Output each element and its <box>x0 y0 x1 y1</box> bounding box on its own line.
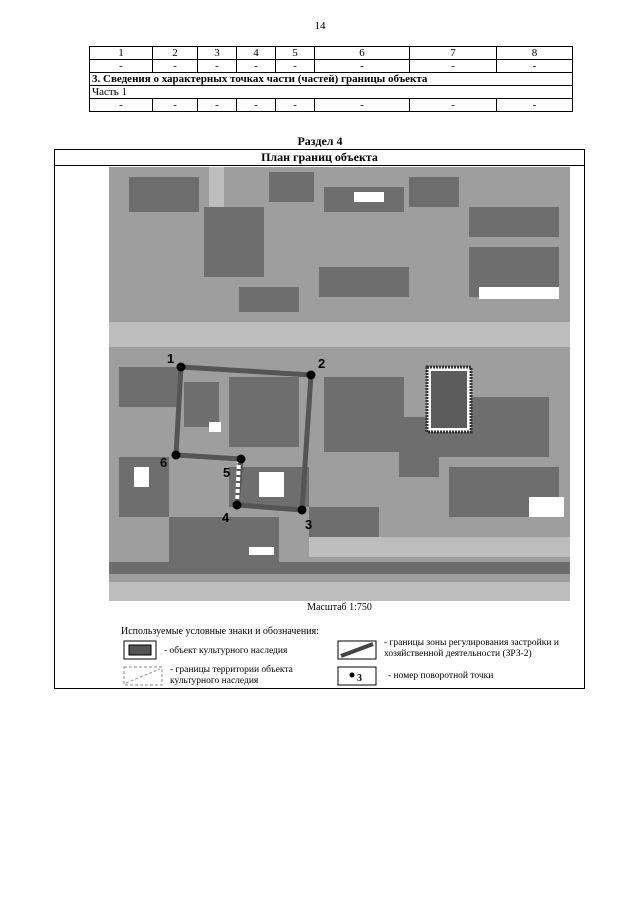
heritage-object-symbol <box>123 640 157 660</box>
table-cell: 3 <box>197 46 237 60</box>
table-cell: - <box>197 98 237 112</box>
table-cell: - <box>496 98 573 112</box>
table-cell: - <box>236 98 276 112</box>
table-cell: 7 <box>409 46 497 60</box>
turn-point-label-5: 5 <box>223 465 230 480</box>
table-cell: 5 <box>275 46 315 60</box>
table-cell: - <box>314 59 410 73</box>
zone-boundary-symbol <box>337 640 377 660</box>
section-title: Раздел 4 <box>297 134 343 148</box>
plan-map: 1 2 3 4 5 6 <box>109 167 570 601</box>
legend-turn-point: - номер поворотной точки <box>388 671 494 681</box>
legend-zone-boundary: - границы зоны регулирования застройки и… <box>384 638 559 659</box>
turn-point-2 <box>306 370 316 380</box>
table-cell: 6 <box>314 46 410 60</box>
table-row: 3. Сведения о характерных точках части (… <box>89 72 573 86</box>
map-scale: Масштаб 1:750 <box>307 602 372 613</box>
turn-point-1 <box>176 362 186 372</box>
turn-point-6 <box>171 450 181 460</box>
table-cell: - <box>409 59 497 73</box>
table-row: Часть 1 <box>89 85 573 99</box>
heritage-territory-symbol <box>123 666 163 686</box>
table-header-row: 1 2 3 4 5 6 7 8 <box>89 46 573 60</box>
page-number: 14 <box>314 20 326 32</box>
table-cell: 2 <box>152 46 198 60</box>
table-cell: - <box>236 59 276 73</box>
table-cell: - <box>89 98 153 112</box>
legend-heritage-object: - объект культурного наследия <box>164 646 288 656</box>
coordinates-table: 1 2 3 4 5 6 7 8 - - - - - - - - 3. Сведе… <box>89 46 573 112</box>
plan-frame: План границ объекта <box>54 149 585 689</box>
part-label: Часть 1 <box>89 85 573 99</box>
table-cell: - <box>409 98 497 112</box>
table-cell: - <box>275 98 315 112</box>
legend-title: Используемые условные знаки и обозначени… <box>121 626 319 637</box>
table-cell: - <box>197 59 237 73</box>
turn-point-4 <box>232 500 242 510</box>
table-cell: - <box>496 59 573 73</box>
turn-point-3 <box>297 505 307 515</box>
table-cell: - <box>314 98 410 112</box>
plan-title: План границ объекта <box>55 150 584 166</box>
table-cell: - <box>89 59 153 73</box>
turn-point-label-4: 4 <box>222 510 230 525</box>
table-cell: - <box>152 59 198 73</box>
table-row: - - - - - - - - <box>89 98 573 112</box>
table-cell: - <box>275 59 315 73</box>
turn-point-sample: 3 <box>357 673 362 684</box>
table-cell: 1 <box>89 46 153 60</box>
table-cell: 8 <box>496 46 573 60</box>
turn-point-label-6: 6 <box>160 455 167 470</box>
turn-point-label-3: 3 <box>305 517 312 532</box>
turn-point-label-1: 1 <box>167 351 174 366</box>
turn-point-5 <box>236 454 246 464</box>
table-cell: 4 <box>236 46 276 60</box>
turn-point-symbol: 3 <box>337 666 377 686</box>
section3-title: 3. Сведения о характерных точках части (… <box>89 72 573 86</box>
legend-heritage-territory: - границы территории объекта культурного… <box>170 665 293 686</box>
table-cell: - <box>152 98 198 112</box>
turn-point-label-2: 2 <box>318 356 325 371</box>
table-row: - - - - - - - - <box>89 59 573 73</box>
